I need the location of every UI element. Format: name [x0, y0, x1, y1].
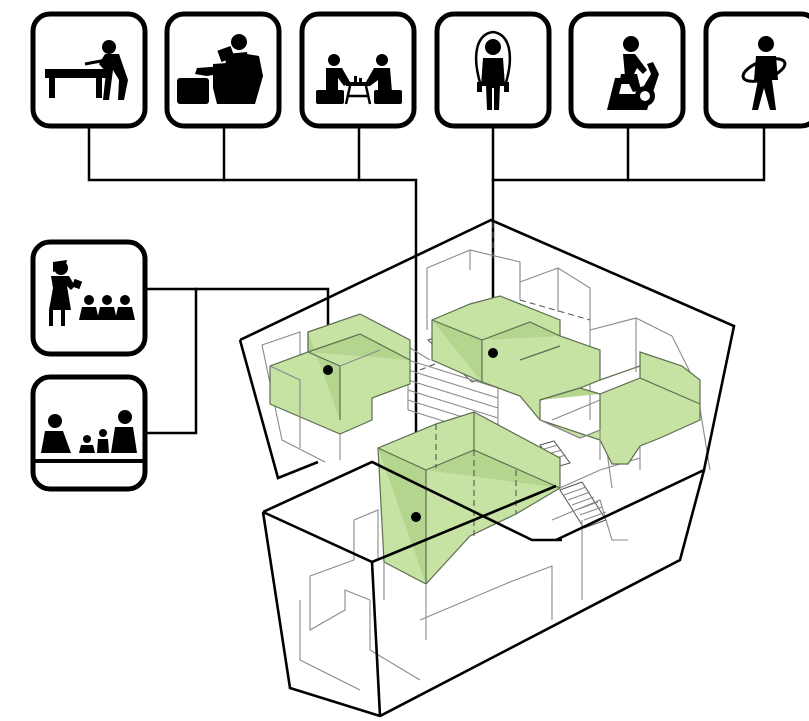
- lower-volume-outline: [261, 460, 706, 718]
- exercise-bike-icon: [568, 11, 686, 129]
- dot-left-zone: [323, 365, 333, 375]
- dot-lower-zone: [411, 512, 421, 522]
- hula-hoop-icon: [703, 11, 809, 129]
- lounge-chair-icon: [164, 11, 282, 129]
- upper-volume-outline: [238, 218, 736, 542]
- family-play-icon: [30, 374, 148, 492]
- connector-lines: [87, 126, 766, 518]
- jump-rope-icon: [434, 11, 552, 129]
- upper-green-zones: [269, 295, 701, 470]
- dot-upper-zone: [488, 348, 498, 358]
- building-axonometric: [238, 218, 736, 718]
- billiards-icon: [30, 11, 148, 129]
- lower-green-zones: [377, 411, 561, 640]
- board-game-icon: [299, 11, 417, 129]
- connector-dots: [323, 348, 498, 522]
- lower-volume-interior: [299, 469, 628, 691]
- storytelling-icon: [30, 239, 148, 357]
